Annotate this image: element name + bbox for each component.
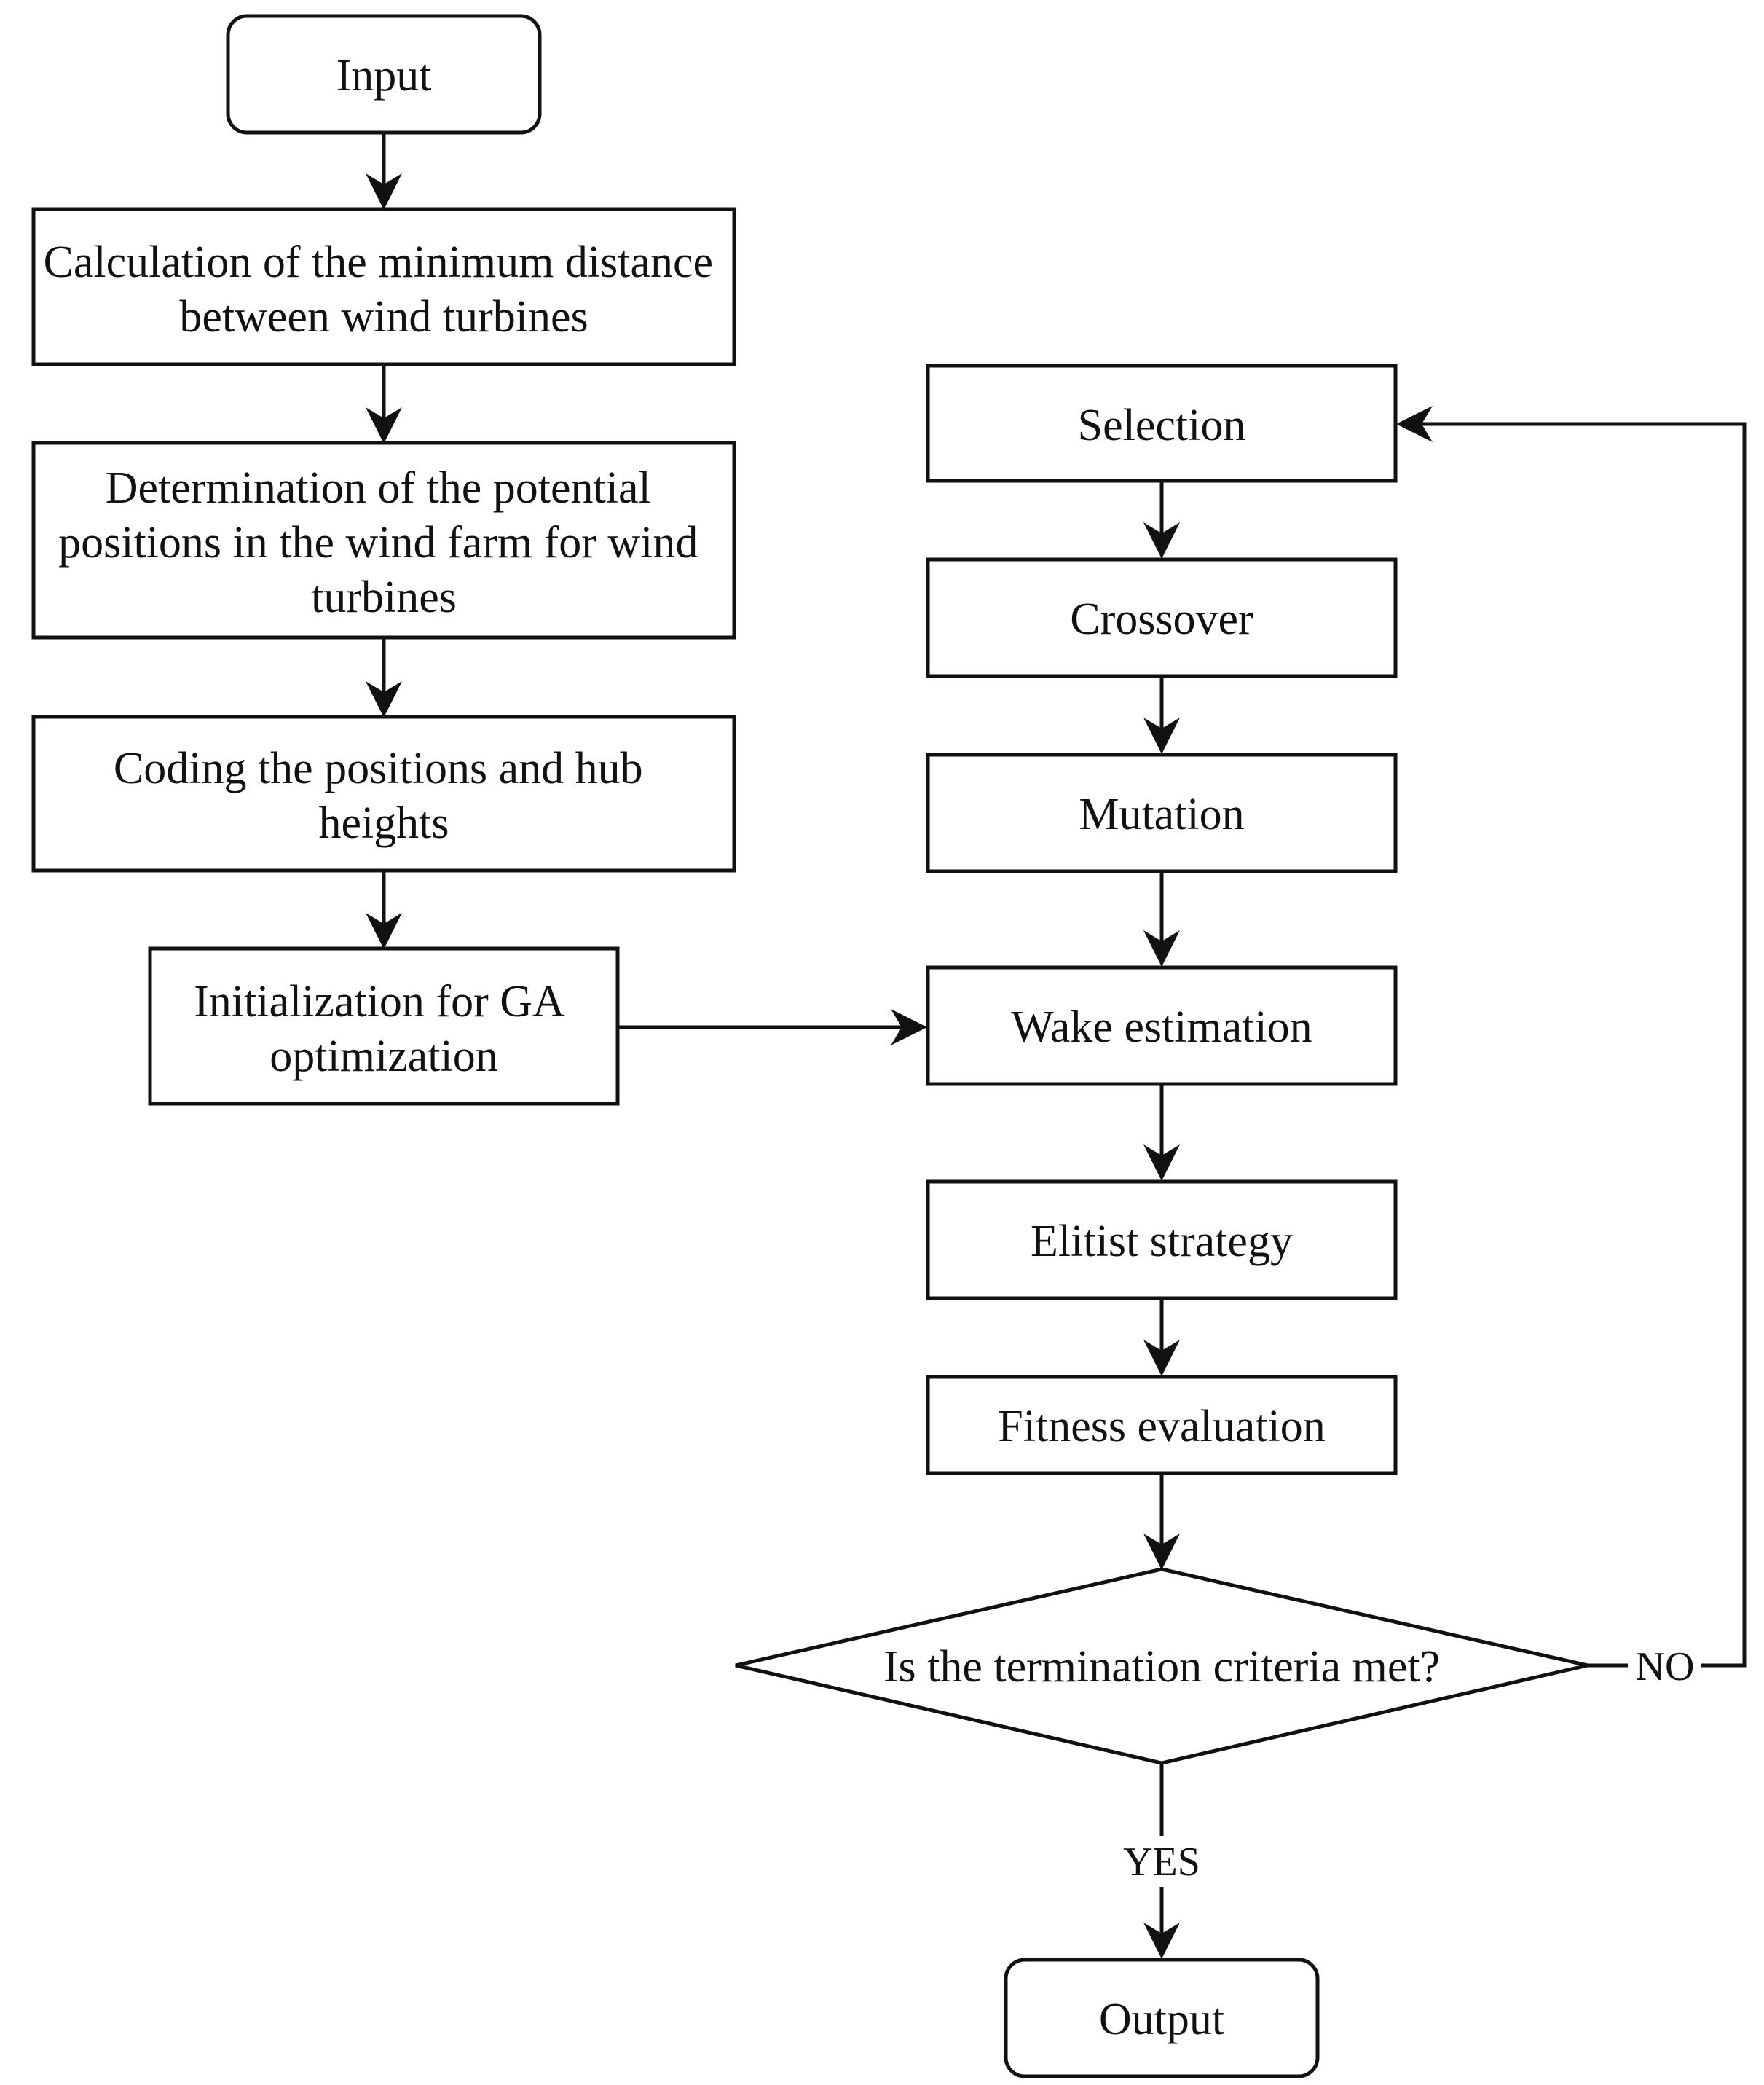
crossover-label: Crossover (1070, 594, 1253, 644)
min-distance-line-1: Calculation of the minimum distance (44, 237, 713, 287)
fitness-evaluation-node: Fitness evaluation (926, 1375, 1398, 1475)
potential-positions-line-3: turbines (311, 573, 457, 622)
min-distance-line-2: between wind turbines (179, 292, 588, 342)
selection-label: Selection (1078, 401, 1246, 450)
initialization-line-2: optimization (269, 1032, 497, 1081)
mutation-node: Mutation (926, 753, 1398, 873)
yes-label: YES (1123, 1839, 1200, 1885)
edge-labels: NO YES (1123, 1639, 1701, 1885)
input-label: Input (336, 51, 432, 101)
mutation-label: Mutation (1079, 790, 1244, 839)
wake-estimation-label: Wake estimation (1011, 1002, 1312, 1052)
potential-positions-line-2: positions in the wind farm for wind (58, 518, 698, 568)
coding-line-2: heights (318, 798, 449, 848)
coding-node: Coding the positions and hub heights (31, 715, 736, 873)
initialization-line-1: Initialization for GA (194, 977, 565, 1026)
svg-text:Calculation of the minimum dis: Calculation of the minimum distance betw… (44, 237, 725, 342)
decision-node: Is the termination criteria met? (735, 1567, 1588, 1765)
elitist-strategy-node: Elitist strategy (926, 1179, 1398, 1300)
svg-text:Determination of the potential: Determination of the potential positions… (58, 463, 709, 622)
initialization-node: Initialization for GA optimization (148, 946, 620, 1106)
svg-text:Coding the positions and hub: Coding the positions and hub heights (114, 744, 654, 848)
coding-line-1: Coding the positions and hub (114, 744, 643, 793)
potential-positions-line-1: Determination of the potential (106, 463, 651, 513)
elitist-strategy-label: Elitist strategy (1031, 1217, 1293, 1266)
svg-text:Initialization for GA op: Initialization for GA optimization (194, 977, 574, 1081)
input-node: Input (226, 14, 542, 135)
selection-node: Selection (926, 364, 1398, 483)
edge-decision-no-loop (1396, 406, 1747, 1668)
no-label: NO (1636, 1644, 1695, 1689)
output-label: Output (1099, 1995, 1224, 2044)
output-node: Output (1004, 1958, 1320, 2078)
potential-positions-node: Determination of the potential positions… (31, 441, 736, 640)
min-distance-node: Calculation of the minimum distance betw… (31, 207, 736, 366)
decision-label: Is the termination criteria met? (883, 1642, 1440, 1692)
fitness-evaluation-label: Fitness evaluation (998, 1402, 1325, 1451)
no-label-bg (1628, 1639, 1701, 1690)
crossover-node: Crossover (926, 557, 1398, 678)
wake-estimation-node: Wake estimation (926, 965, 1398, 1086)
